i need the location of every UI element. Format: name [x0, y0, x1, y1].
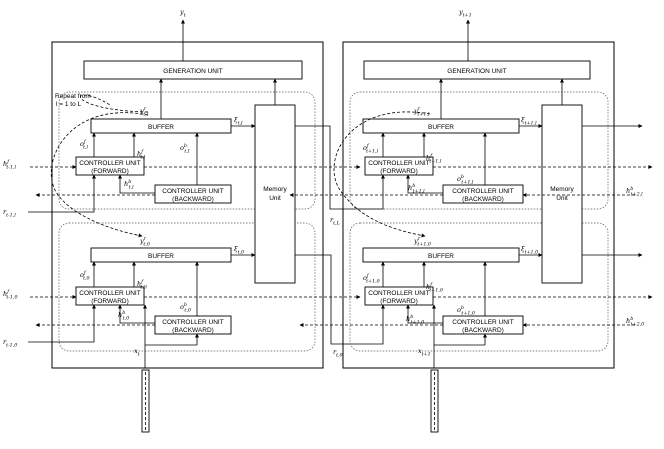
cell-left: GENERATION UNIT Memory Unit Repeat from …	[28, 19, 361, 433]
controller-backward-l	[154, 184, 232, 204]
xi-top-left: ξt,l	[234, 116, 243, 127]
xi-top-right: ξt+1,l	[521, 116, 537, 127]
memory-unit-right-label-2: Unit	[556, 195, 568, 202]
controller-forward-l-label-1: CONTROLLER UNIT	[79, 160, 140, 167]
controller-backward-l-label-1: CONTROLLER UNIT	[162, 188, 223, 195]
input-column-right	[430, 369, 439, 433]
output-left: yt	[179, 8, 186, 19]
controller-backward-0-label-2: (BACKWARD)	[172, 327, 214, 334]
controller-forward-0-label-1: CONTROLLER UNIT	[79, 290, 140, 297]
layer-l-group	[58, 91, 316, 210]
input-left: xt	[134, 347, 140, 358]
controller-forward-l-right-label-2: (FORWARD)	[380, 168, 418, 175]
controller-forward-l-right	[364, 156, 434, 176]
buffer-l-right-label: BUFFER	[428, 124, 454, 131]
controller-backward-l-right-label-2: (BACKWARD)	[462, 196, 504, 203]
controller-forward-0-right	[364, 286, 434, 306]
xi-bot-right: ξt+1,0	[521, 245, 538, 256]
cell-right: GENERATION UNIT Memory Unit BUFFER CONTR…	[289, 19, 653, 433]
xi-bot-left: ξt,0	[234, 245, 244, 256]
controller-backward-0-right-label-2: (BACKWARD)	[462, 327, 504, 334]
layer-0-group	[58, 222, 316, 352]
layer-0-group-right	[349, 222, 609, 352]
r-out-top-left: rt,L	[330, 216, 340, 227]
memory-unit-right-label-1: Memory	[550, 186, 574, 193]
generation-unit	[83, 60, 303, 80]
memory-unit	[254, 104, 296, 284]
r-in-bot-left: rt-1,0	[3, 338, 17, 349]
controller-forward-0-label-2: (FORWARD)	[91, 298, 129, 305]
input-column-left	[141, 369, 150, 433]
memory-unit-label-1: Memory	[263, 186, 287, 193]
buffer-0-right-label: BUFFER	[428, 253, 454, 260]
repeat-note-1: Repeat from	[55, 93, 91, 100]
memory-unit-right	[541, 104, 583, 284]
buffer-0-label: BUFFER	[148, 253, 174, 260]
r-in-top-left: rt-1,l	[3, 208, 16, 219]
controller-forward-l-label-2: (FORWARD)	[91, 168, 129, 175]
output-right: yt+1	[458, 8, 472, 19]
controller-backward-l-label-2: (BACKWARD)	[172, 196, 214, 203]
controller-backward-0-right-label-1: CONTROLLER UNIT	[452, 319, 513, 326]
cell-right-frame	[342, 41, 615, 369]
controller-backward-0-label-1: CONTROLLER UNIT	[162, 319, 223, 326]
memory-unit-label-2: Unit	[269, 195, 281, 202]
controller-forward-l-right-label-1: CONTROLLER UNIT	[368, 160, 429, 167]
controller-backward-l-right-label-1: CONTROLLER UNIT	[452, 188, 513, 195]
generation-unit-right-label: GENERATION UNIT	[447, 68, 506, 75]
generation-unit-label: GENERATION UNIT	[163, 68, 222, 75]
repeat-note-2: l = 1 to L	[56, 101, 81, 108]
cell-left-frame	[51, 41, 324, 369]
generation-unit-right	[363, 60, 591, 80]
controller-forward-0-right-label-1: CONTROLLER UNIT	[368, 290, 429, 297]
input-right: xt+1	[418, 347, 431, 358]
r-out-bot-left: rt,0	[333, 348, 343, 359]
buffer-l-label: BUFFER	[148, 124, 174, 131]
controller-forward-0-right-label-2: (FORWARD)	[380, 298, 418, 305]
